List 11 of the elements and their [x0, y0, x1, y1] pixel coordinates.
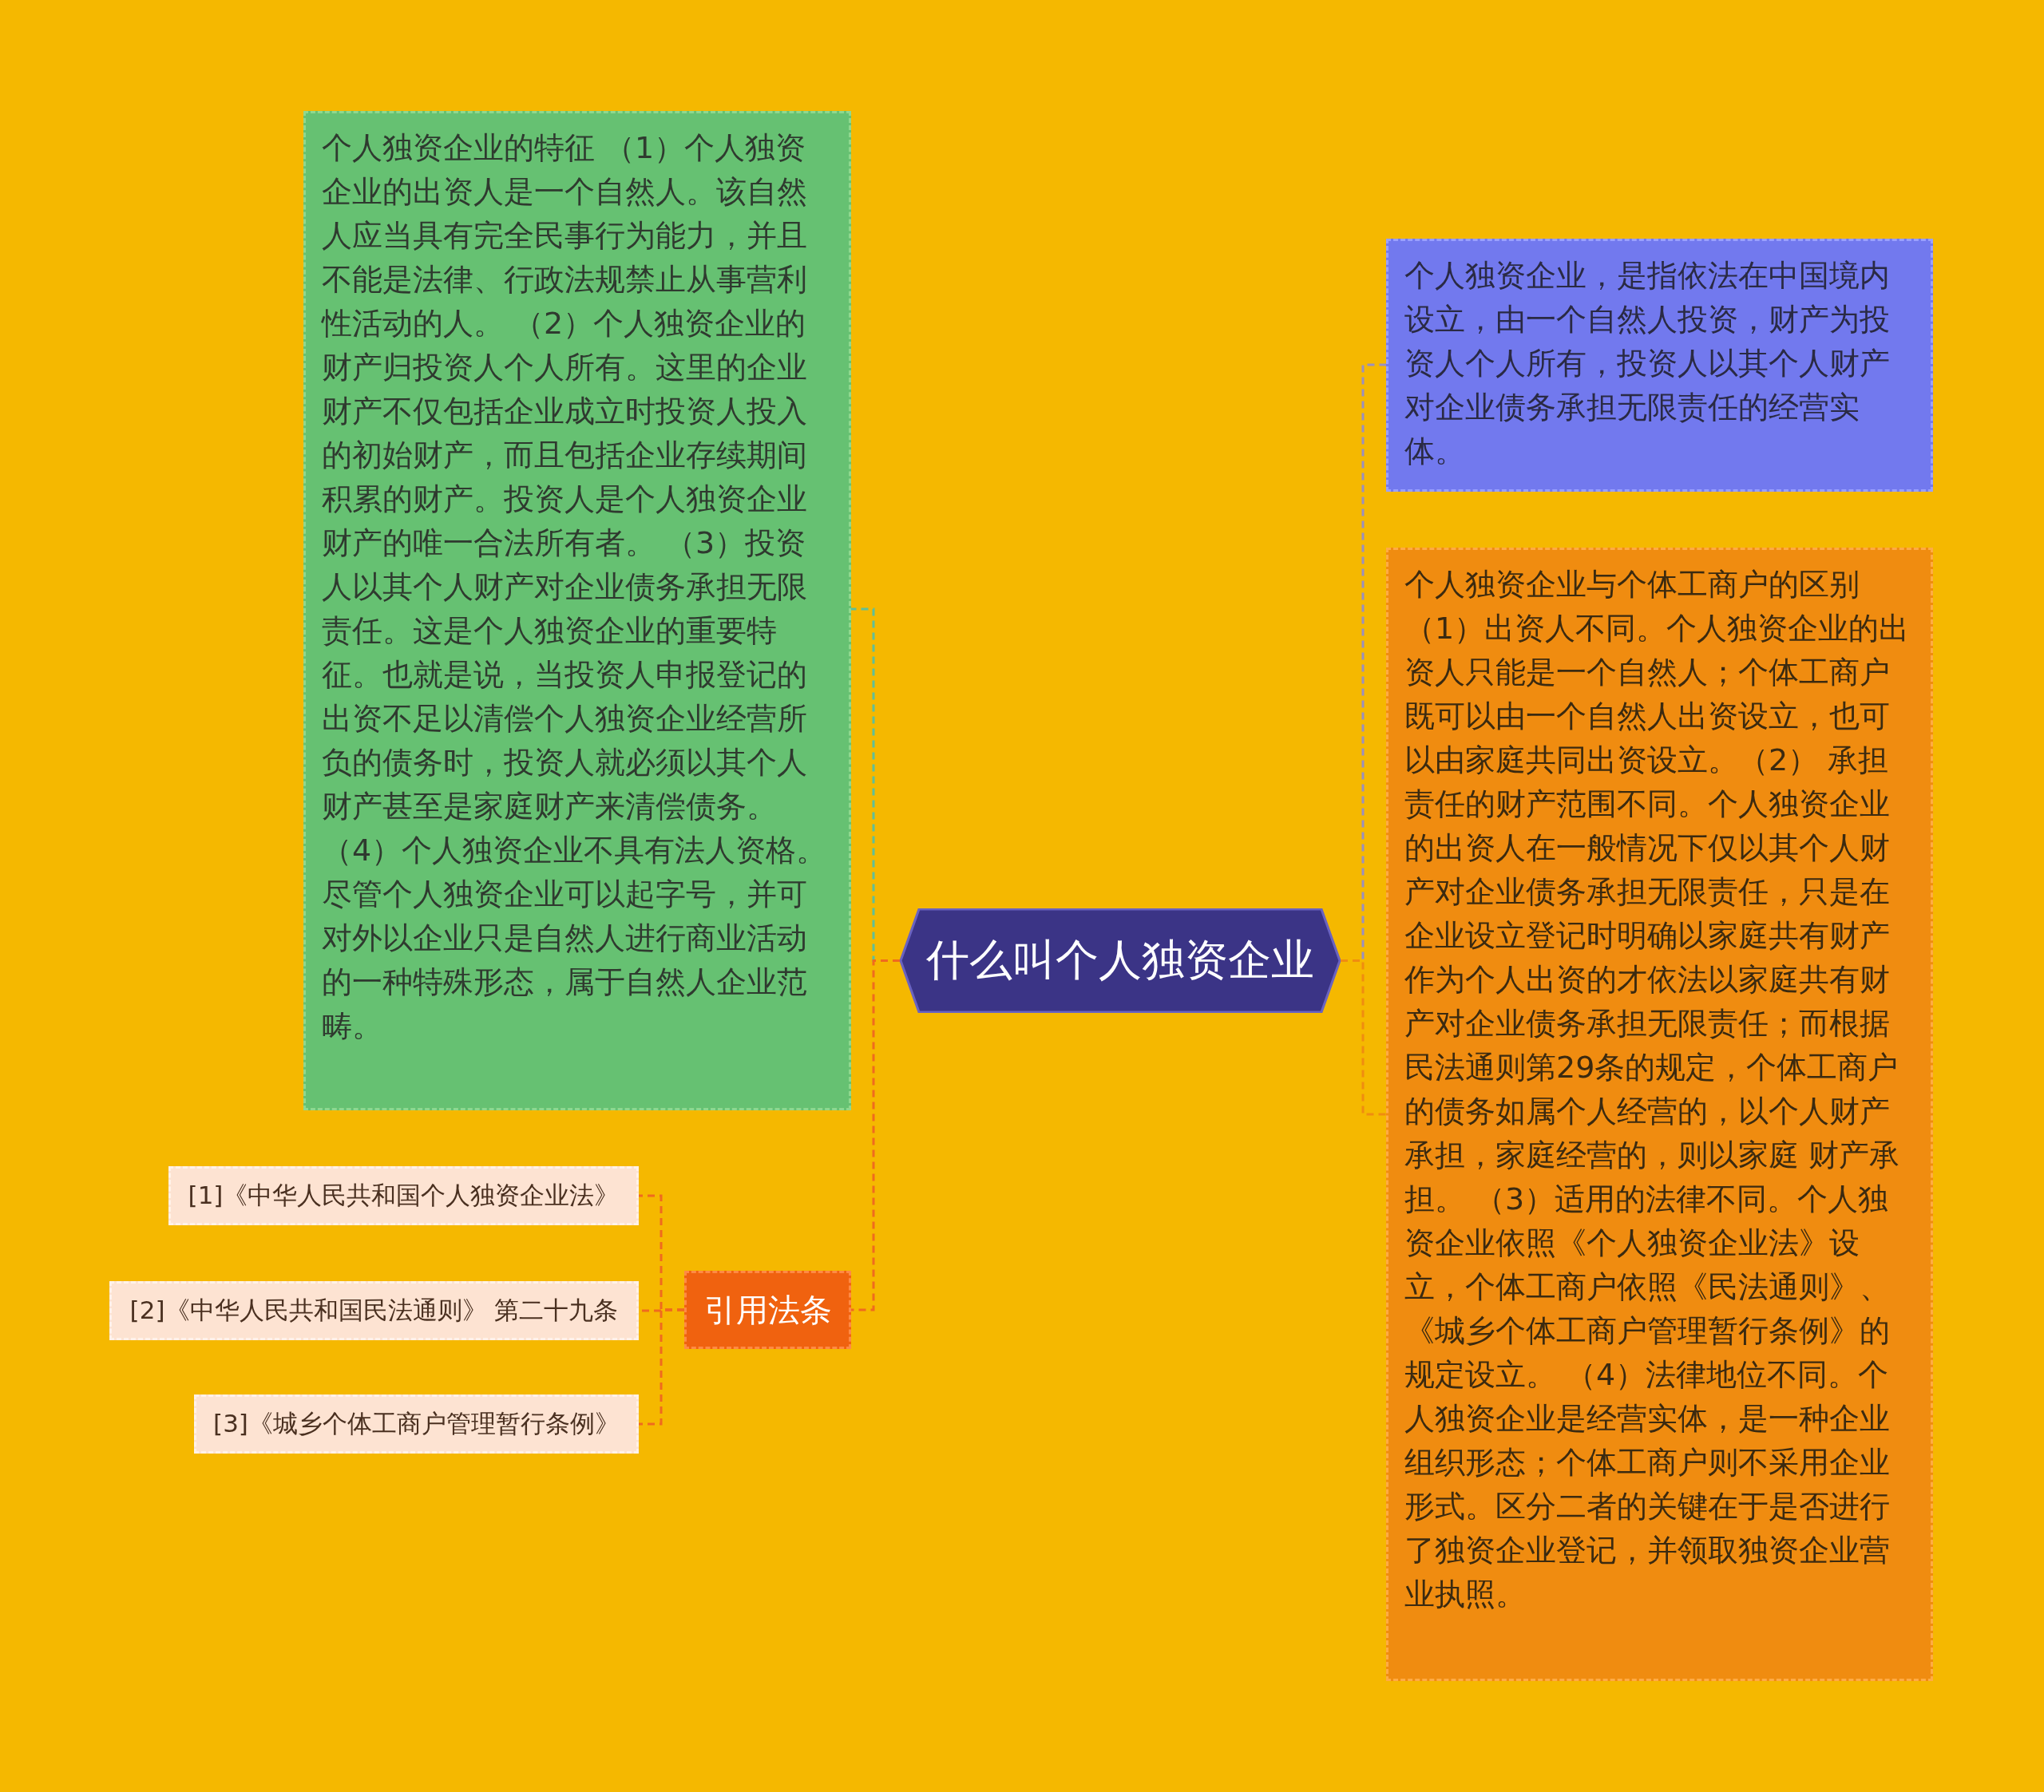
reference-box: [3]《城乡个体工商户管理暂行条例》 — [194, 1394, 639, 1454]
connector-line — [851, 959, 900, 1311]
text-card: 个人独资企业与个体工商户的区别（1）出资人不同。个人独资企业的出资人只能是一个自然人；个体工商户既可以由一个自然人出资设立，也可以由家庭共同出资设立。（2） 承担责任的财产范围不同。个人独资企业的出资人在一般情况下仅以其个人财产对企业债务承担无限责任，只是在企业设立登记时明确以家庭共有财产作为个人出资的才依法以家庭共有财产对企业债务承担无限责任；而根据民法通则第29条的规定，个体工商户的债务如属个人经营的，以个人财产承担，家庭经营的，则以家庭 财产承担。 （3）适用的法律不同。个人独资企业依照《个人独资企业法》设立，个体工商户依照《民法通则》、《城乡个体工商户管理暂行条例》的规定设立。 （4）法律地位不同。个人独资企业是经营实体，是一种企业组织形态；个体工商户则不采用企业形式。区分二者的关键在于是否进行了独资企业登记，并领取独资企业营业执照。 — [1386, 548, 1933, 1681]
connector-line — [1341, 959, 1386, 1116]
topic-box: 引用法条 — [684, 1271, 851, 1349]
reference-box: [2]《中华人民共和国民法通则》 第二十九条 — [109, 1281, 639, 1340]
topic-hexagon: 什么叫个人独资企业 — [900, 908, 1341, 1013]
text-card: 个人独资企业，是指依法在中国境内设立，由一个自然人投资，财产为投资人个人所有，投资人以其个人财产对企业债务承担无限责任的经营实体。 — [1386, 239, 1933, 492]
connector-line — [639, 1308, 684, 1426]
reference-box: [1]《中华人民共和国个人独资企业法》 — [168, 1166, 639, 1225]
text-card: 个人独资企业的特征 （1）个人独资企业的出资人是一个自然人。该自然人应当具有完全民事行为能力，并且不能是法律、行政法规禁止从事营利性活动的人。 （2）个人独资企业的财产归投资人个人所有。这里的企业财产不仅包括企业成立时投资人投入的初始财产，而且包括企业存续期间积累的财产。投资人是个人独资企业财产的唯一合法所有者。 （3）投资人以其个人财产对企业债务承担无限责任。这是个人独资企业的重要特征。也就是说，当投资人申报登记的出资不足以清偿个人独资企业经营所负的债务时，投资人就必须以其个人财产甚至是家庭财产来清偿债务。（4）个人独资企业不具有法人资格。尽管个人独资企业可以起字号，并可对外以企业只是自然人进行商业活动的一种特殊形态，属于自然人企业范畴。 — [303, 111, 851, 1110]
